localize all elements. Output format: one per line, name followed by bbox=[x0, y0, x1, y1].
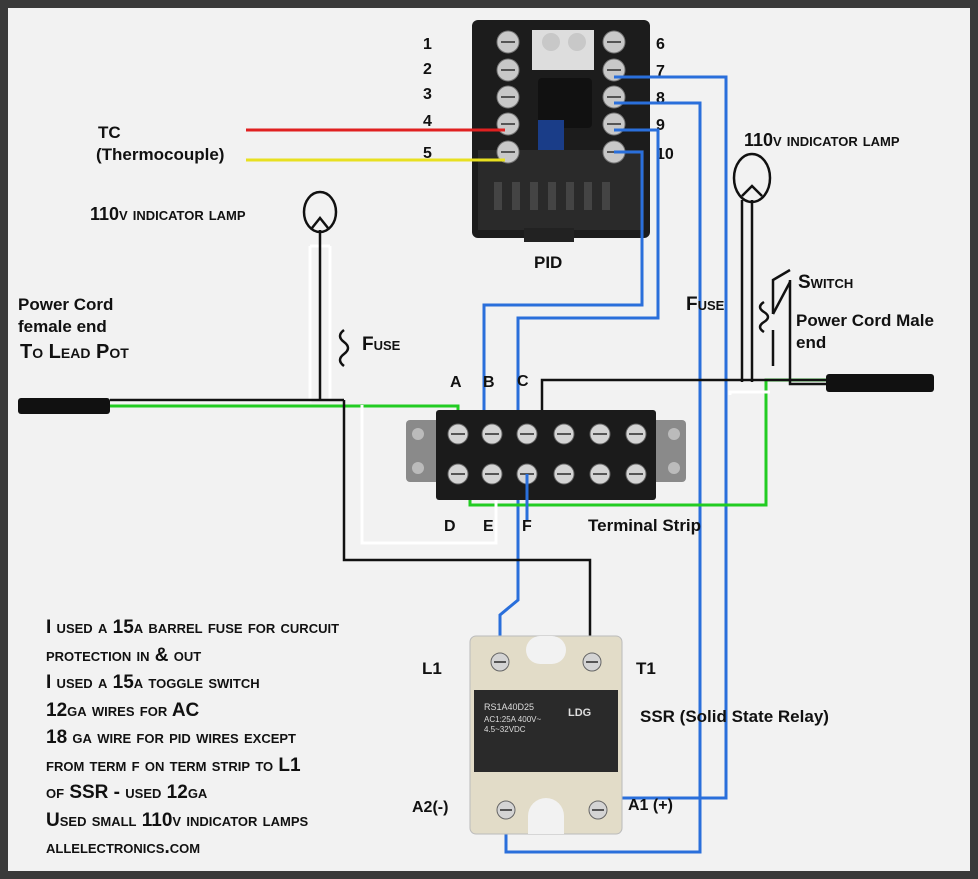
power-female-line3: To Lead Pot bbox=[20, 341, 129, 363]
fuse-left-symbol bbox=[338, 329, 350, 367]
ssr-body: RS1A40D25 LDG AC1:25A 400V~ 4.5~32VDC bbox=[469, 635, 623, 835]
pid-terminal-8: 8 bbox=[656, 90, 665, 107]
tc-label-line1: TC bbox=[98, 123, 121, 142]
pid-controller bbox=[472, 20, 650, 242]
note-line-2: protection in & out bbox=[46, 645, 201, 666]
power-female-line1: Power Cord bbox=[18, 295, 113, 314]
terminal-b-label: B bbox=[483, 374, 495, 391]
pid-terminal-6: 6 bbox=[656, 36, 665, 53]
lamp-right-symbol bbox=[732, 152, 772, 204]
ssr-spec2-text: 4.5~32VDC bbox=[484, 725, 526, 734]
power-male-line2: end bbox=[796, 333, 826, 352]
ssr-a2-label: A2(-) bbox=[412, 799, 448, 816]
pid-terminal-numbers-right: 6 7 8 9 10 bbox=[656, 36, 674, 163]
lamp-left-label: 110v indicator lamp bbox=[90, 204, 246, 224]
ssr-brand-text: LDG bbox=[568, 707, 591, 719]
terminal-f-label: F bbox=[522, 518, 532, 535]
terminal-d-label: D bbox=[444, 518, 456, 535]
pid-terminal-numbers-left: 1 2 3 4 5 bbox=[423, 36, 432, 162]
pid-terminal-9: 9 bbox=[656, 117, 665, 134]
ssr-t1-label: T1 bbox=[636, 659, 656, 678]
terminal-c-label: C bbox=[517, 373, 529, 390]
power-cord-female-plug bbox=[18, 398, 110, 414]
note-line-8: Used small 110v indicator lamps bbox=[46, 810, 309, 831]
pid-terminal-screws-left bbox=[496, 30, 520, 164]
power-female-line2: female end bbox=[18, 317, 107, 336]
switch-symbol bbox=[771, 281, 792, 315]
terminal-strip-label: Terminal Strip bbox=[588, 516, 701, 535]
terminal-bottom-labels: D E F bbox=[444, 518, 532, 535]
pid-blue-wires bbox=[482, 75, 728, 854]
ssr-model-text: RS1A40D25 bbox=[484, 702, 534, 712]
tc-label-line2: (Thermocouple) bbox=[96, 145, 224, 164]
pid-terminal-5: 5 bbox=[423, 145, 432, 162]
note-line-1: I used a 15a barrel fuse for curcuit bbox=[46, 617, 339, 638]
power-cord-male-plug bbox=[826, 374, 934, 392]
terminal-top-labels: A B C bbox=[450, 373, 529, 391]
hot-wires bbox=[110, 200, 826, 660]
pid-label: PID bbox=[534, 253, 562, 272]
note-line-6: from term f on term strip to L1 bbox=[46, 755, 301, 776]
ssr-a1-label: A1 (+) bbox=[628, 797, 673, 814]
note-line-4: 12ga wires for AC bbox=[46, 700, 200, 721]
pid-terminal-3: 3 bbox=[423, 86, 432, 103]
note-line-9: allelectronics.com bbox=[46, 837, 200, 858]
pid-terminal-1: 1 bbox=[423, 36, 432, 53]
fuse-left-label: Fuse bbox=[362, 334, 401, 355]
note-line-3: I used a 15a toggle switch bbox=[46, 672, 260, 693]
ssr-label: SSR (Solid State Relay) bbox=[640, 707, 829, 726]
ssr-l1-label: L1 bbox=[422, 659, 442, 678]
terminal-strip bbox=[406, 410, 686, 500]
terminal-e-label: E bbox=[483, 518, 494, 535]
pid-terminal-screws-right bbox=[602, 30, 626, 164]
fuse-right-symbol bbox=[758, 300, 770, 334]
fuse-right-label: Fuse bbox=[686, 294, 725, 315]
lamp-left-symbol bbox=[302, 190, 338, 234]
lamp-right-label: 110v indicator lamp bbox=[744, 130, 900, 150]
pid-terminal-4: 4 bbox=[423, 113, 432, 130]
power-male-line1: Power Cord Male bbox=[796, 311, 934, 330]
pid-terminal-2: 2 bbox=[423, 61, 432, 78]
note-line-7: of SSR - used 12ga bbox=[46, 782, 208, 803]
ssr-spec1-text: AC1:25A 400V~ bbox=[484, 715, 541, 724]
terminal-a-label: A bbox=[450, 374, 462, 391]
note-line-5: 18 ga wire for pid wires except bbox=[46, 727, 296, 748]
pid-terminal-7: 7 bbox=[656, 63, 665, 80]
switch-label: Switch bbox=[798, 272, 853, 293]
notes-block: I used a 15a barrel fuse for curcuit pro… bbox=[46, 617, 339, 858]
pid-terminal-10: 10 bbox=[656, 146, 674, 163]
